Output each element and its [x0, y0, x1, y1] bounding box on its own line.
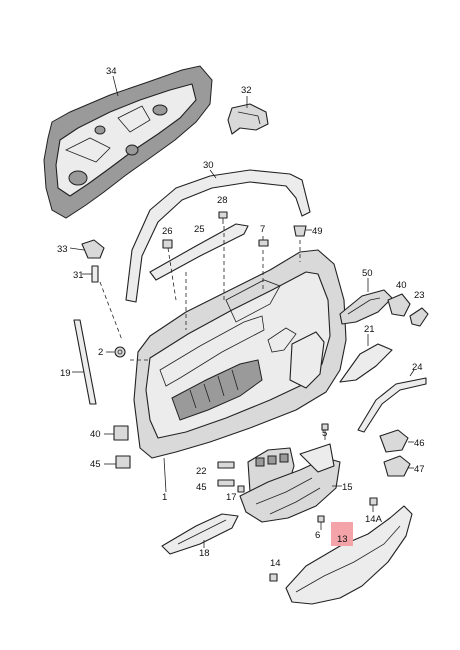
label-47: 47 [414, 464, 425, 475]
label-23: 23 [414, 290, 425, 301]
seal-strip-19 [73, 319, 97, 405]
clip-26 [162, 239, 173, 249]
screw-17 [237, 485, 245, 493]
label-24: 24 [412, 362, 423, 373]
leader-33 [69, 247, 85, 251]
armrest-cover-13 [285, 505, 413, 605]
armrest-pad-18 [161, 513, 239, 555]
label-33: 33 [57, 244, 68, 255]
label-5: 5 [322, 428, 327, 439]
highlight-13 [331, 522, 353, 546]
label-45-center: 45 [196, 482, 207, 493]
label-14: 14 [270, 558, 281, 569]
label-32: 32 [241, 85, 252, 96]
label-6: 6 [315, 530, 320, 541]
label-21: 21 [364, 324, 375, 335]
leader-1 [163, 457, 167, 493]
grille-21 [339, 343, 393, 383]
label-18: 18 [199, 548, 210, 559]
insulation-panel-34 [43, 65, 213, 219]
label-46: 46 [414, 438, 425, 449]
screw-14 [269, 573, 278, 582]
bracket-32 [227, 103, 269, 135]
switch-47 [383, 455, 411, 477]
screw-7 [258, 236, 269, 247]
label-1: 1 [162, 492, 167, 503]
cap-49 [293, 225, 307, 237]
label-25: 25 [194, 224, 205, 235]
bracket-33 [81, 239, 105, 259]
leader-30 [209, 169, 217, 179]
label-28: 28 [217, 195, 228, 206]
leader-34 [112, 75, 119, 97]
screw-14a [369, 497, 378, 512]
label-50: 50 [362, 268, 373, 279]
label-22: 22 [196, 466, 207, 477]
label-17: 17 [226, 492, 237, 503]
screw-5 [321, 423, 329, 440]
seal-strip-30 [125, 169, 311, 303]
label-34: 34 [106, 66, 117, 77]
label-13: 13 [337, 534, 348, 545]
switch-46 [379, 429, 409, 453]
label-2: 2 [98, 347, 103, 358]
label-40-left: 40 [90, 429, 101, 440]
switch-40-left [113, 425, 129, 441]
label-7: 7 [260, 224, 265, 235]
plate-31 [91, 265, 99, 283]
switch-45-left [115, 455, 131, 469]
clip-22 [217, 461, 235, 469]
label-31: 31 [73, 270, 84, 281]
armrest-bracket-15 [239, 443, 341, 523]
label-40-upper: 40 [396, 280, 407, 291]
door-panel-1 [133, 249, 347, 459]
label-26: 26 [162, 226, 173, 237]
dashed-guides-left [99, 247, 177, 361]
switch-40-upper [387, 293, 411, 317]
handle-50 [339, 289, 393, 325]
label-45-left: 45 [90, 459, 101, 470]
leader-24 [409, 369, 415, 377]
trim-strip-24 [357, 377, 427, 433]
dashed-guides-top [185, 226, 301, 330]
label-30: 30 [203, 160, 214, 171]
clip-2 [114, 346, 126, 358]
screw-28 [218, 211, 228, 224]
label-19: 19 [60, 368, 71, 379]
label-49: 49 [312, 226, 323, 237]
trim-strip-25 [149, 223, 249, 281]
label-15: 15 [342, 482, 353, 493]
clip-45-center [217, 479, 235, 487]
cover-23 [409, 307, 429, 327]
label-14a: 14A [365, 514, 383, 525]
screw-6 [317, 515, 325, 530]
